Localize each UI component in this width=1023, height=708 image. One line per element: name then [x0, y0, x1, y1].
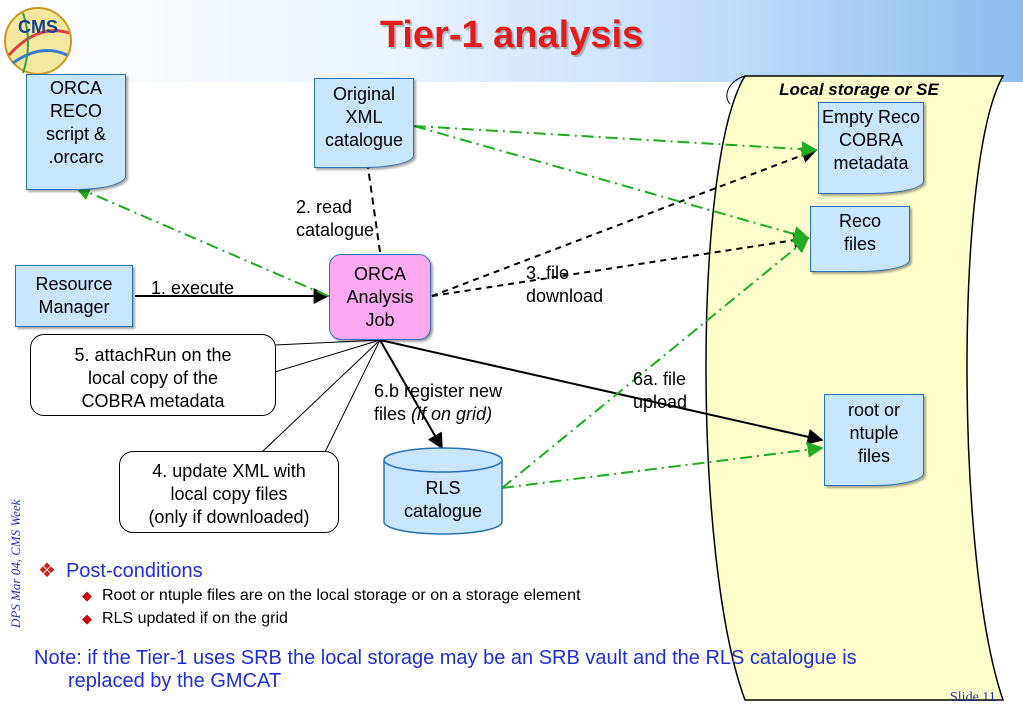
sub-bullet-text: Root or ntuple files are on the local st…: [102, 587, 581, 604]
diamond-icon: ◆: [82, 588, 92, 603]
main-bullet: ❖ Post-conditions: [38, 558, 203, 583]
label-line: 6a. file: [633, 369, 687, 389]
label-line: 2. read: [296, 197, 353, 217]
header-band: [0, 0, 1023, 82]
rls-cylinder: [383, 460, 503, 535]
edge-upload: [379, 339, 824, 445]
doc-line: metadata: [833, 153, 909, 173]
empty-reco-doc: Empty Reco COBRA metadata: [818, 102, 924, 194]
callout-update-xml: 4. update XML with local copy files (onl…: [119, 451, 339, 533]
diamond-bullet-icon: ❖: [38, 560, 56, 582]
callout-line: local copy files: [170, 484, 288, 504]
doc-line: .orcarc: [48, 147, 104, 167]
logo-text: CMS: [18, 17, 58, 37]
callout-line: 5. attachRun on the: [74, 345, 232, 365]
original-xml-doc: Original XML catalogue: [314, 78, 414, 168]
doc-line: files: [857, 446, 890, 466]
doc-line: Empty Reco: [821, 107, 921, 127]
resource-manager-box: Resource Manager: [15, 265, 133, 327]
edge-download-metadata: [431, 147, 818, 297]
label-line: 6.b register new: [374, 381, 503, 401]
doc-line: ntuple: [849, 423, 899, 443]
callout-line: local copy of the: [87, 368, 219, 388]
label-line: download: [526, 286, 604, 306]
edge-rls-root: [501, 441, 824, 489]
callout-line: (only if downloaded): [148, 507, 310, 527]
doc-line: catalogue: [324, 130, 404, 150]
doc-line: root or: [847, 400, 901, 420]
doc-line: RECO: [49, 101, 102, 121]
label-line: RLS: [425, 478, 461, 498]
doc-line: XML: [345, 107, 383, 127]
box-line: Job: [365, 309, 395, 330]
note-line: replaced by the GMCAT: [68, 670, 282, 692]
label-file-upload: 6a. file upload: [633, 368, 687, 414]
local-storage-shape: [705, 75, 1005, 701]
doc-line: script &: [45, 124, 106, 144]
doc-line: files: [843, 234, 876, 254]
sub-bullet-text: RLS updated if on the grid: [102, 610, 288, 627]
orca-analysis-job: ORCA Analysis Job: [329, 254, 431, 340]
label-read-catalogue: 2. read catalogue: [296, 196, 374, 242]
label-line: upload: [633, 392, 688, 412]
cms-logo: CMS: [3, 3, 73, 79]
edge-xml-metadata: [413, 125, 818, 158]
callout-line: 4. update XML with: [152, 461, 306, 481]
sub-bullet-2: ◆ RLS updated if on the grid: [82, 610, 288, 628]
box-line: Manager: [38, 297, 110, 317]
edge-rls-reco: [501, 236, 810, 489]
edge-register: [379, 339, 443, 450]
box-line: ORCA: [353, 263, 406, 284]
sub-bullet-1: ◆ Root or ntuple files are on the local s…: [82, 587, 581, 605]
callout-line: COBRA metadata: [81, 391, 225, 411]
slide-number: Slide 11: [950, 690, 996, 705]
orca-reco-script-doc: ORCA RECO script & .orcarc: [26, 74, 126, 190]
reco-files-doc: Reco files: [810, 206, 910, 272]
label-file-download: 3. file download: [526, 262, 603, 308]
edge-script: [74, 185, 329, 297]
edge-download-reco: [431, 232, 810, 297]
label-line: catalogue: [296, 220, 375, 240]
edge-xml-reco: [413, 125, 810, 242]
doc-line: ORCA: [49, 78, 102, 98]
callout-attach-run: 5. attachRun on the local copy of the CO…: [30, 334, 276, 416]
page-title: Tier-1 analysis: [379, 14, 644, 56]
label-italic: (if on grid): [411, 404, 493, 424]
label-line: catalogue: [403, 501, 483, 521]
note-line: Note: if the Tier-1 uses SRB the local s…: [34, 647, 857, 669]
label-register: 6.b register new files (if on grid): [374, 380, 502, 426]
box-line: Resource: [35, 274, 113, 294]
root-ntuple-doc: root or ntuple files: [824, 394, 924, 486]
doc-line: COBRA: [838, 130, 903, 150]
doc-line: Reco: [838, 211, 882, 231]
label-execute: 1. execute: [151, 278, 235, 298]
rls-catalogue-label: RLS catalogue: [384, 477, 502, 523]
label-line: 3. file: [526, 263, 570, 283]
diamond-icon: ◆: [82, 611, 92, 626]
doc-line: Original: [332, 84, 396, 104]
side-footer: DPS Mar 04, CMS Week: [8, 499, 23, 628]
main-bullet-text: Post-conditions: [65, 560, 203, 582]
label-line: files: [374, 404, 407, 424]
storage-label: Local storage or SE: [779, 80, 939, 99]
box-line: Analysis: [346, 286, 414, 307]
note-text: Note: if the Tier-1 uses SRB the local s…: [34, 647, 857, 693]
